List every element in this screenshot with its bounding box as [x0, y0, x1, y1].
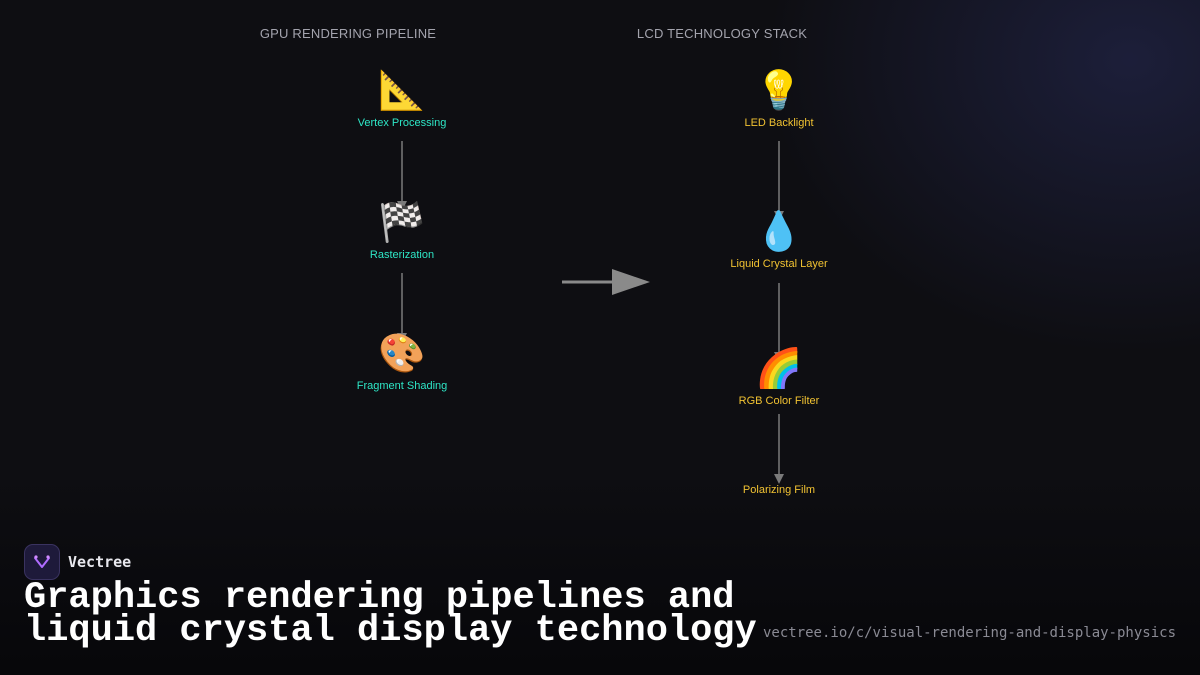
node-polarizing-film: Polarizing Film [743, 484, 815, 496]
palette-icon: 🎨 [378, 331, 426, 375]
node-led-backlight: 💡 LED Backlight [744, 68, 813, 129]
node-label: Vertex Processing [357, 117, 447, 129]
gpu-pipeline-title: GPU RENDERING PIPELINE [259, 26, 437, 41]
lcd-stack-title: LCD TECHNOLOGY STACK [636, 26, 808, 41]
node-label: LED Backlight [744, 117, 814, 129]
headline-line-1: Graphics rendering pipelines and [24, 577, 735, 619]
node-vertex-processing: 📐 Vertex Processing [358, 68, 447, 129]
node-label: RGB Color Filter [738, 395, 820, 407]
node-rasterization: 🏁 Rasterization [370, 200, 434, 261]
rainbow-icon: 🌈 [755, 346, 803, 390]
light-bulb-icon: 💡 [755, 68, 803, 112]
node-label: Rasterization [369, 249, 435, 261]
node-label: Liquid Crystal Layer [730, 258, 828, 270]
headline: Graphics rendering pipelines and liquid … [24, 577, 784, 652]
node-fragment-shading: 🎨 Fragment Shading [357, 331, 448, 392]
triangular-ruler-icon: 📐 [378, 68, 426, 112]
node-label: Fragment Shading [356, 380, 448, 392]
headline-line-2: liquid crystal display technology [24, 610, 757, 652]
node-rgb-color-filter: 🌈 RGB Color Filter [739, 346, 820, 407]
brand-name: Vectree [68, 553, 132, 571]
checkered-flag-icon: 🏁 [378, 200, 426, 244]
source-url[interactable]: vectree.io/c/visual-rendering-and-displa… [762, 625, 1176, 641]
vectree-logo-icon [24, 544, 60, 580]
node-label: Polarizing Film [742, 484, 816, 496]
droplet-icon: 💧 [755, 209, 803, 253]
node-liquid-crystal-layer: 💧 Liquid Crystal Layer [730, 209, 827, 270]
brand: Vectree [24, 544, 131, 580]
